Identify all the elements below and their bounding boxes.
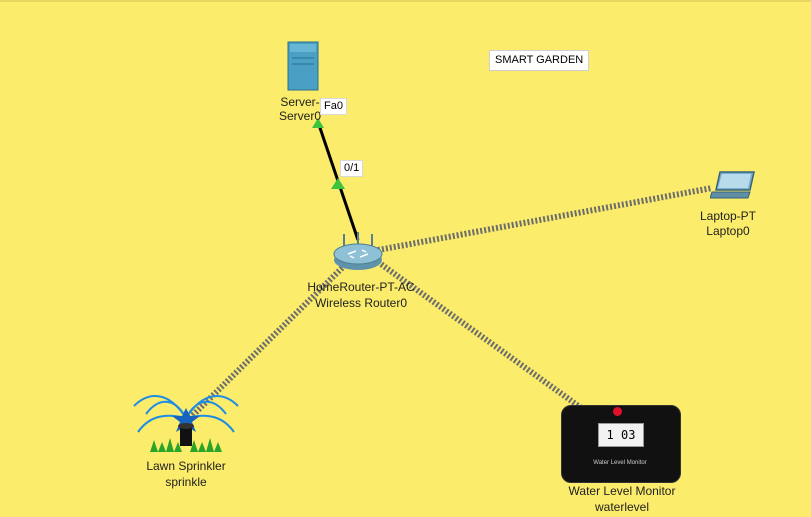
lawn-sprinkler-icon[interactable] [128, 382, 244, 454]
laptop-icon[interactable] [709, 170, 756, 200]
server-port-label: Fa0 [320, 98, 347, 115]
wireless-link-router-laptop[interactable] [377, 185, 713, 253]
router-name-label: Wireless Router0 [314, 296, 408, 310]
wireless-router-icon[interactable] [332, 232, 384, 272]
server-type-label: Server- [280, 95, 320, 109]
router-port-label: 0/1 [340, 160, 364, 177]
laptop-name-label: Laptop0 [706, 224, 750, 238]
port-status-server-icon [312, 118, 324, 128]
canvas-top-border [0, 0, 811, 2]
monitor-device-caption: Water Level Monitor [593, 460, 647, 466]
monitor-led-icon [613, 407, 622, 416]
server-icon[interactable] [286, 40, 320, 92]
smart-garden-note[interactable]: SMART GARDEN [489, 50, 590, 71]
wireless-link-router-sprinkler[interactable] [185, 262, 348, 423]
water-level-monitor-icon[interactable]: 1 03 Water Level Monitor [561, 405, 681, 483]
router-type-label: HomeRouter-PT-AC [307, 280, 415, 294]
server-name-label: Server0 [278, 109, 322, 123]
monitor-display-value: 1 03 [598, 423, 644, 447]
water-monitor-type-label: Water Level Monitor [568, 484, 676, 498]
water-monitor-name-label: waterlevel [594, 500, 650, 514]
laptop-type-label: Laptop-PT [699, 209, 757, 223]
sprinkler-type-label: Lawn Sprinkler [146, 459, 226, 473]
port-status-router-icon [331, 178, 345, 189]
sprinkler-name-label: sprinkle [165, 475, 207, 489]
wireless-link-router-water-monitor[interactable] [376, 259, 600, 423]
